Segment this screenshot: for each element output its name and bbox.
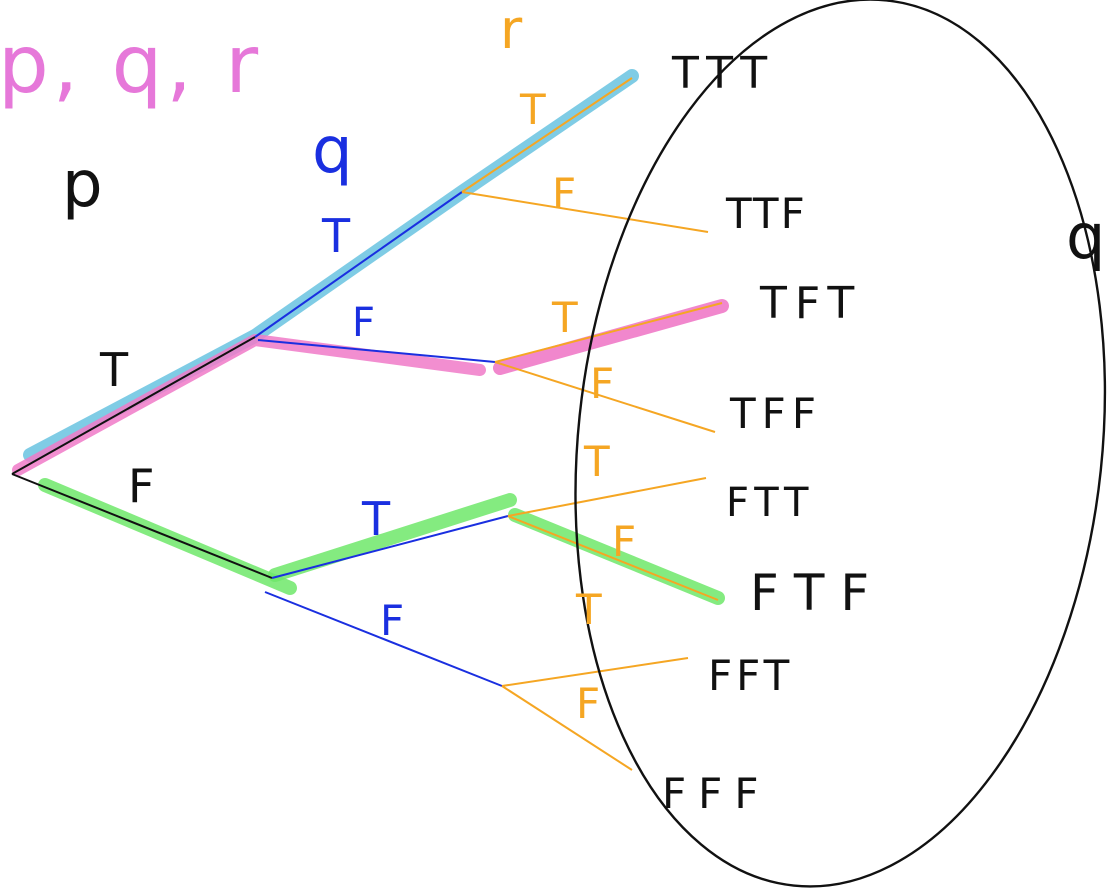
outcome-ttf: TTF [725, 189, 807, 238]
label-p: p [62, 148, 103, 222]
outcome-ttt: TTT [671, 48, 775, 99]
highlight-path-tft [12, 334, 486, 476]
p-branches [11, 336, 273, 579]
branch-label-r-false-1: F [552, 169, 576, 218]
r-branches [461, 77, 723, 771]
r-branch-tft [494, 302, 723, 363]
branch-label-r-false-3: F [612, 517, 636, 566]
q-branches [254, 191, 509, 687]
branch-label-q-true-upper: T [321, 209, 351, 263]
r-branch-fft [501, 657, 689, 687]
branch-label-r-true-3: T [583, 437, 610, 486]
q-false-lower-branch [264, 591, 503, 687]
r-branch-tff [494, 361, 716, 433]
branch-label-r-true-2: T [551, 293, 578, 342]
branch-label-q-true-lower: T [361, 492, 391, 546]
highlight-path-ftf-q [268, 493, 517, 582]
r-branch-fff [501, 685, 633, 771]
q-false-upper-branch [257, 339, 496, 363]
branch-label-q-false-lower: F [380, 596, 404, 645]
p-true-branch [11, 336, 256, 475]
title-pqr: p, q, r [0, 18, 262, 111]
outcome-fft: FFT [708, 651, 793, 700]
outcome-ftt: FTT [726, 480, 814, 526]
r-branch-ftf [507, 515, 719, 601]
branch-label-p-false: F [128, 459, 154, 513]
branch-label-p-true: T [99, 343, 129, 397]
set-label-q: q [1066, 200, 1105, 273]
branch-label-r-true-1: T [519, 85, 546, 134]
outcome-tft: TFT [759, 278, 862, 329]
q-true-upper-branch [254, 191, 463, 338]
label-q: q [312, 114, 353, 188]
outcome-ftf: FTF [750, 564, 885, 622]
r-branch-ttt [461, 77, 633, 193]
branch-label-q-false-upper: F [352, 300, 375, 346]
r-branch-ftt [507, 477, 707, 517]
branch-label-r-true-4: T [575, 585, 602, 634]
p-false-branch [11, 473, 273, 579]
set-q-ellipse-gap-cover [700, 7, 760, 14]
outcome-fff: FFF [662, 769, 770, 818]
set-q-ellipse [574, 0, 1107, 888]
branch-label-r-false-4: F [576, 679, 600, 728]
highlight-path-tft-r [493, 299, 729, 375]
highlight-path-ftf-r [508, 508, 725, 605]
r-branch-ttf [461, 191, 709, 233]
branch-label-r-false-2: F [590, 359, 614, 408]
label-r: r [500, 0, 523, 61]
q-true-lower-branch [271, 515, 509, 579]
outcome-tff: TFF [729, 389, 822, 438]
